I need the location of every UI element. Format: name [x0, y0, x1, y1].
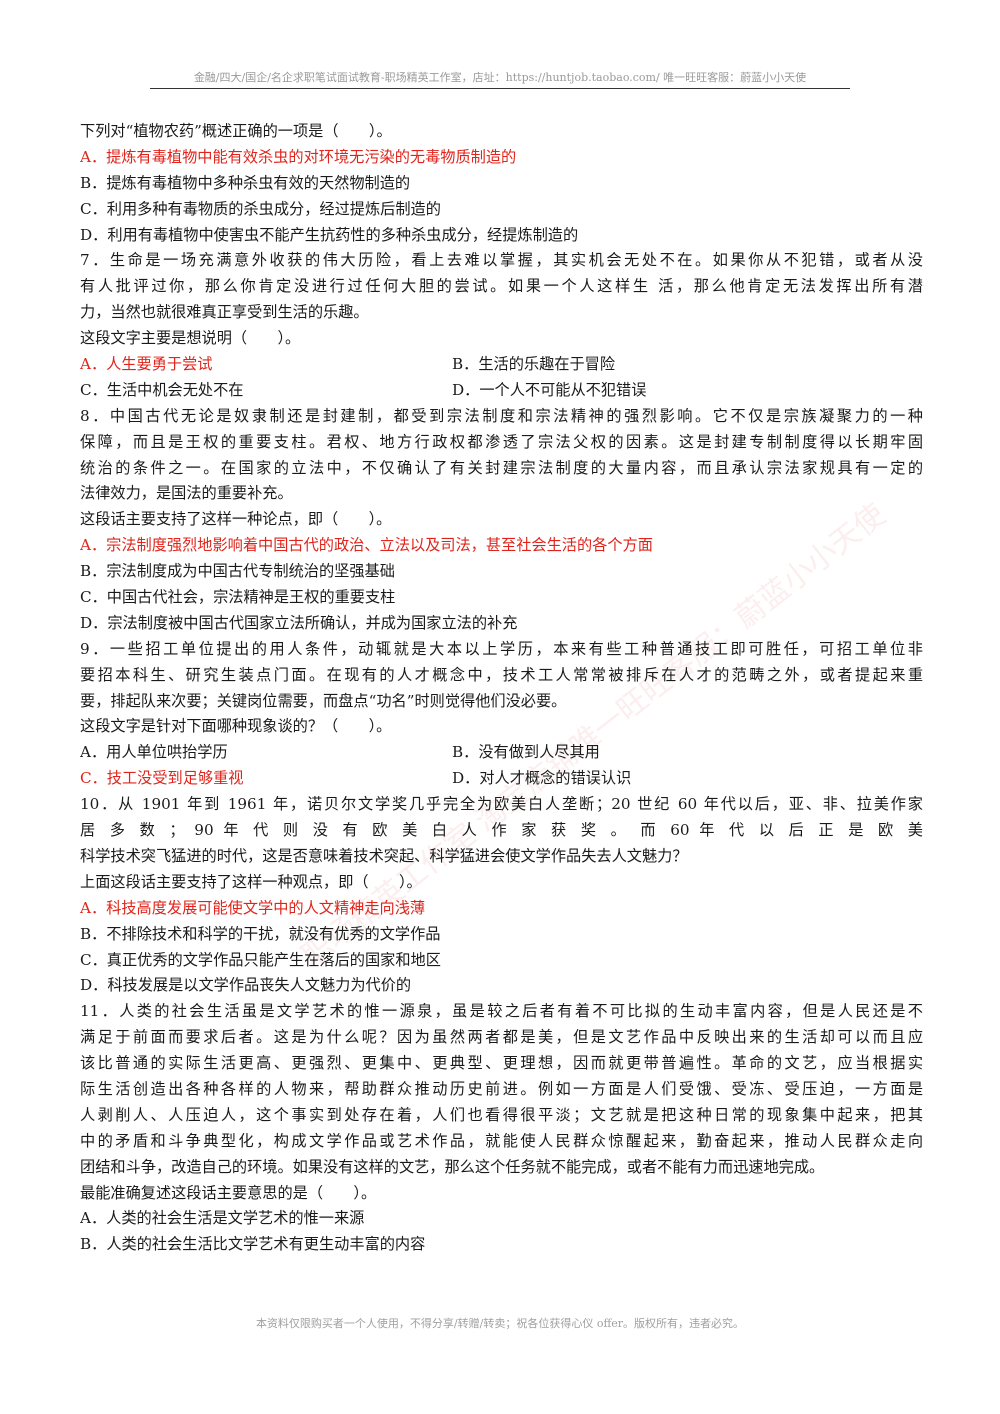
q9-option-b: B．没有做到人尽其用 — [452, 743, 600, 762]
q8-option-d: D．宗法制度被中国古代国家立法所确认，并成为国家立法的补充 — [80, 613, 518, 632]
q11-option-a: A．人类的社会生活是文学艺术的惟一来源 — [80, 1209, 365, 1228]
q7-passage-line: 7．生命是一场充满意外收获的伟大历险，看上去难以掌握，其实机会无处不在。如果你从… — [80, 251, 923, 270]
q7-passage-line: 有人批评过你，那么你肯定没进行过任何大胆的尝试。如果一个人这样生 活，那么他肯定… — [80, 277, 923, 296]
q9-option-a: A．用人单位哄抬学历 — [80, 743, 228, 762]
q10-passage-line: 居 多 数 ； 90 年 代 则 没 有 欧 美 白 人 作 家 获 奖 。 而… — [80, 821, 923, 840]
q7-stem: 这段文字主要是想说明（ ）。 — [80, 329, 301, 348]
q7-options-row-1: A．人生要勇于尝试 B．生活的乐趣在于冒险 — [80, 352, 923, 378]
q8-passage-line: 8．中国古代无论是奴隶制还是封建制，都受到宗法制度和宗法精神的强烈影响。它不仅是… — [80, 406, 923, 425]
q8-passage-line: 统治的条件之一。在国家的立法中，不仅确认了有关封建宗法制度的大量内容，而且承认宗… — [80, 458, 923, 477]
q8-option-a: A．宗法制度强烈地影响着中国古代的政治、立法以及司法，甚至社会生活的各个方面 — [80, 536, 653, 555]
q10-option-a: A．科技高度发展可能使文学中的人文精神走向浅薄 — [80, 898, 426, 917]
q10-passage-line: 科学技术突飞猛进的时代，这是否意味着技术突起、科学猛进会使文学作品失去人文魅力？ — [80, 846, 688, 865]
q9-passage-line: 要，排起队来次要；关键岗位需要，而盘点“功名”时则觉得他们没必要。 — [80, 691, 567, 710]
q10-passage-line: 10．从 1901 年到 1961 年，诺贝尔文学奖几乎完全为欧美白人垄断；20… — [80, 795, 923, 814]
q10-option-d: D．科技发展是以文学作品丧失人文魅力为代价的 — [80, 976, 412, 995]
q8-stem: 这段话主要支持了这样一种论点，即（ ）。 — [80, 510, 392, 529]
q7-option-a: A．人生要勇于尝试 — [80, 355, 213, 374]
q11-stem: 最能准确复述这段话主要意思的是（ ）。 — [80, 1183, 377, 1202]
document-body: 下列对“植物农药”概述正确的一项是（ ）。 A．提炼有毒植物中能有效杀虫的对环境… — [80, 119, 923, 1258]
header-rule — [150, 88, 850, 89]
page-header: 金融/四大/国企/名企求职笔试面试教育-职场精英工作室，店址：https://h… — [193, 71, 807, 84]
q8-passage-line: 法律效力，是国法的重要补充。 — [80, 484, 293, 503]
q9-options-row-2: C．技工没受到足够重视 D．对人才概念的错误认识 — [80, 766, 923, 792]
q7-option-b: B．生活的乐趣在于冒险 — [452, 355, 616, 374]
q7-option-d: D．一个人不可能从不犯错误 — [452, 380, 647, 399]
q11-passage-line: 际生活创造出各种各样的人物来，帮助群众推动历史前进。例如一方面是人们受饿、受冻、… — [80, 1079, 923, 1098]
q11-passage-line: 满足于前面而要求后者。这是为什么呢？因为虽然两者都是美，但是文艺作品中反映出来的… — [80, 1028, 923, 1047]
q9-passage-line: 要招本科生、研究生装点门面。在现有的人才概念中，技术工人常常被排斥在人才的范畴之… — [80, 665, 923, 684]
q11-passage-line: 中的矛盾和斗争典型化，构成文学作品或艺术作品，就能使人民群众惊醒起来，勤奋起来，… — [80, 1131, 923, 1150]
q9-options-row-1: A．用人单位哄抬学历 B．没有做到人尽其用 — [80, 740, 923, 766]
q10-option-b: B．不排除技术和科学的干扰，就没有优秀的文学作品 — [80, 924, 441, 943]
q7-options-row-2: C．生活中机会无处不在 D．一个人不可能从不犯错误 — [80, 378, 923, 404]
q11-option-b: B．人类的社会生活比文学艺术有更生动丰富的内容 — [80, 1235, 426, 1254]
q11-passage-line: 人剥削人、人压迫人，这个事实到处存在着，人们也看得很平淡；文艺就是把这种日常的现… — [80, 1105, 923, 1124]
q6-option-a: A．提炼有毒植物中能有效杀虫的对环境无污染的无毒物质制造的 — [80, 147, 517, 166]
q11-passage-line: 该比普通的实际生活更高、更强烈、更集中、更典型、更理想，因而就更带普遍性。革命的… — [80, 1054, 923, 1073]
q8-option-b: B．宗法制度成为中国古代专制统治的坚强基础 — [80, 562, 395, 581]
q6-option-c: C．利用多种有毒物质的杀虫成分，经过提炼后制造的 — [80, 199, 441, 218]
q9-option-c: C．技工没受到足够重视 — [80, 769, 244, 788]
q11-passage-line: 团结和斗争，改造自己的环境。如果没有这样的文艺，那么这个任务就不能完成，或者不能… — [80, 1157, 825, 1176]
page-footer: 本资料仅限购买者一个人使用，不得分享/转赠/转卖；祝各位获得心仪 offer。版… — [255, 1317, 745, 1330]
q7-option-c: C．生活中机会无处不在 — [80, 380, 244, 399]
q8-option-c: C．中国古代社会，宗法精神是王权的重要支柱 — [80, 588, 396, 607]
q10-stem: 上面这段话主要支持了这样一种观点，即（ ）。 — [80, 872, 422, 891]
q6-stem: 下列对“植物农药”概述正确的一项是（ ）。 — [80, 122, 392, 140]
q7-passage-line: 力，当然也就很难真正享受到生活的乐趣。 — [80, 303, 369, 322]
q9-stem: 这段文字是针对下面哪种现象谈的？（ ）。 — [80, 717, 392, 736]
q11-passage-line: 11．人类的社会生活虽是文学艺术的惟一源泉，虽是较之后者有着不可比拟的生动丰富内… — [80, 1002, 923, 1021]
q6-option-b: B．提炼有毒植物中多种杀虫有效的天然物制造的 — [80, 173, 411, 192]
q10-option-c: C．真正优秀的文学作品只能产生在落后的国家和地区 — [80, 950, 441, 969]
q9-passage-line: 9．一些招工单位提出的用人条件，动辄就是大本以上学历，本来有些工种普通技工即可胜… — [80, 639, 923, 658]
q9-option-d: D．对人才概念的错误认识 — [452, 769, 632, 788]
q8-passage-line: 保障，而且是王权的重要支柱。君权、地方行政权都渗透了宗法父权的因素。这是封建专制… — [80, 432, 923, 451]
q6-option-d: D．利用有毒植物中使害虫不能产生抗药性的多种杀虫成分，经提炼制造的 — [80, 225, 579, 244]
